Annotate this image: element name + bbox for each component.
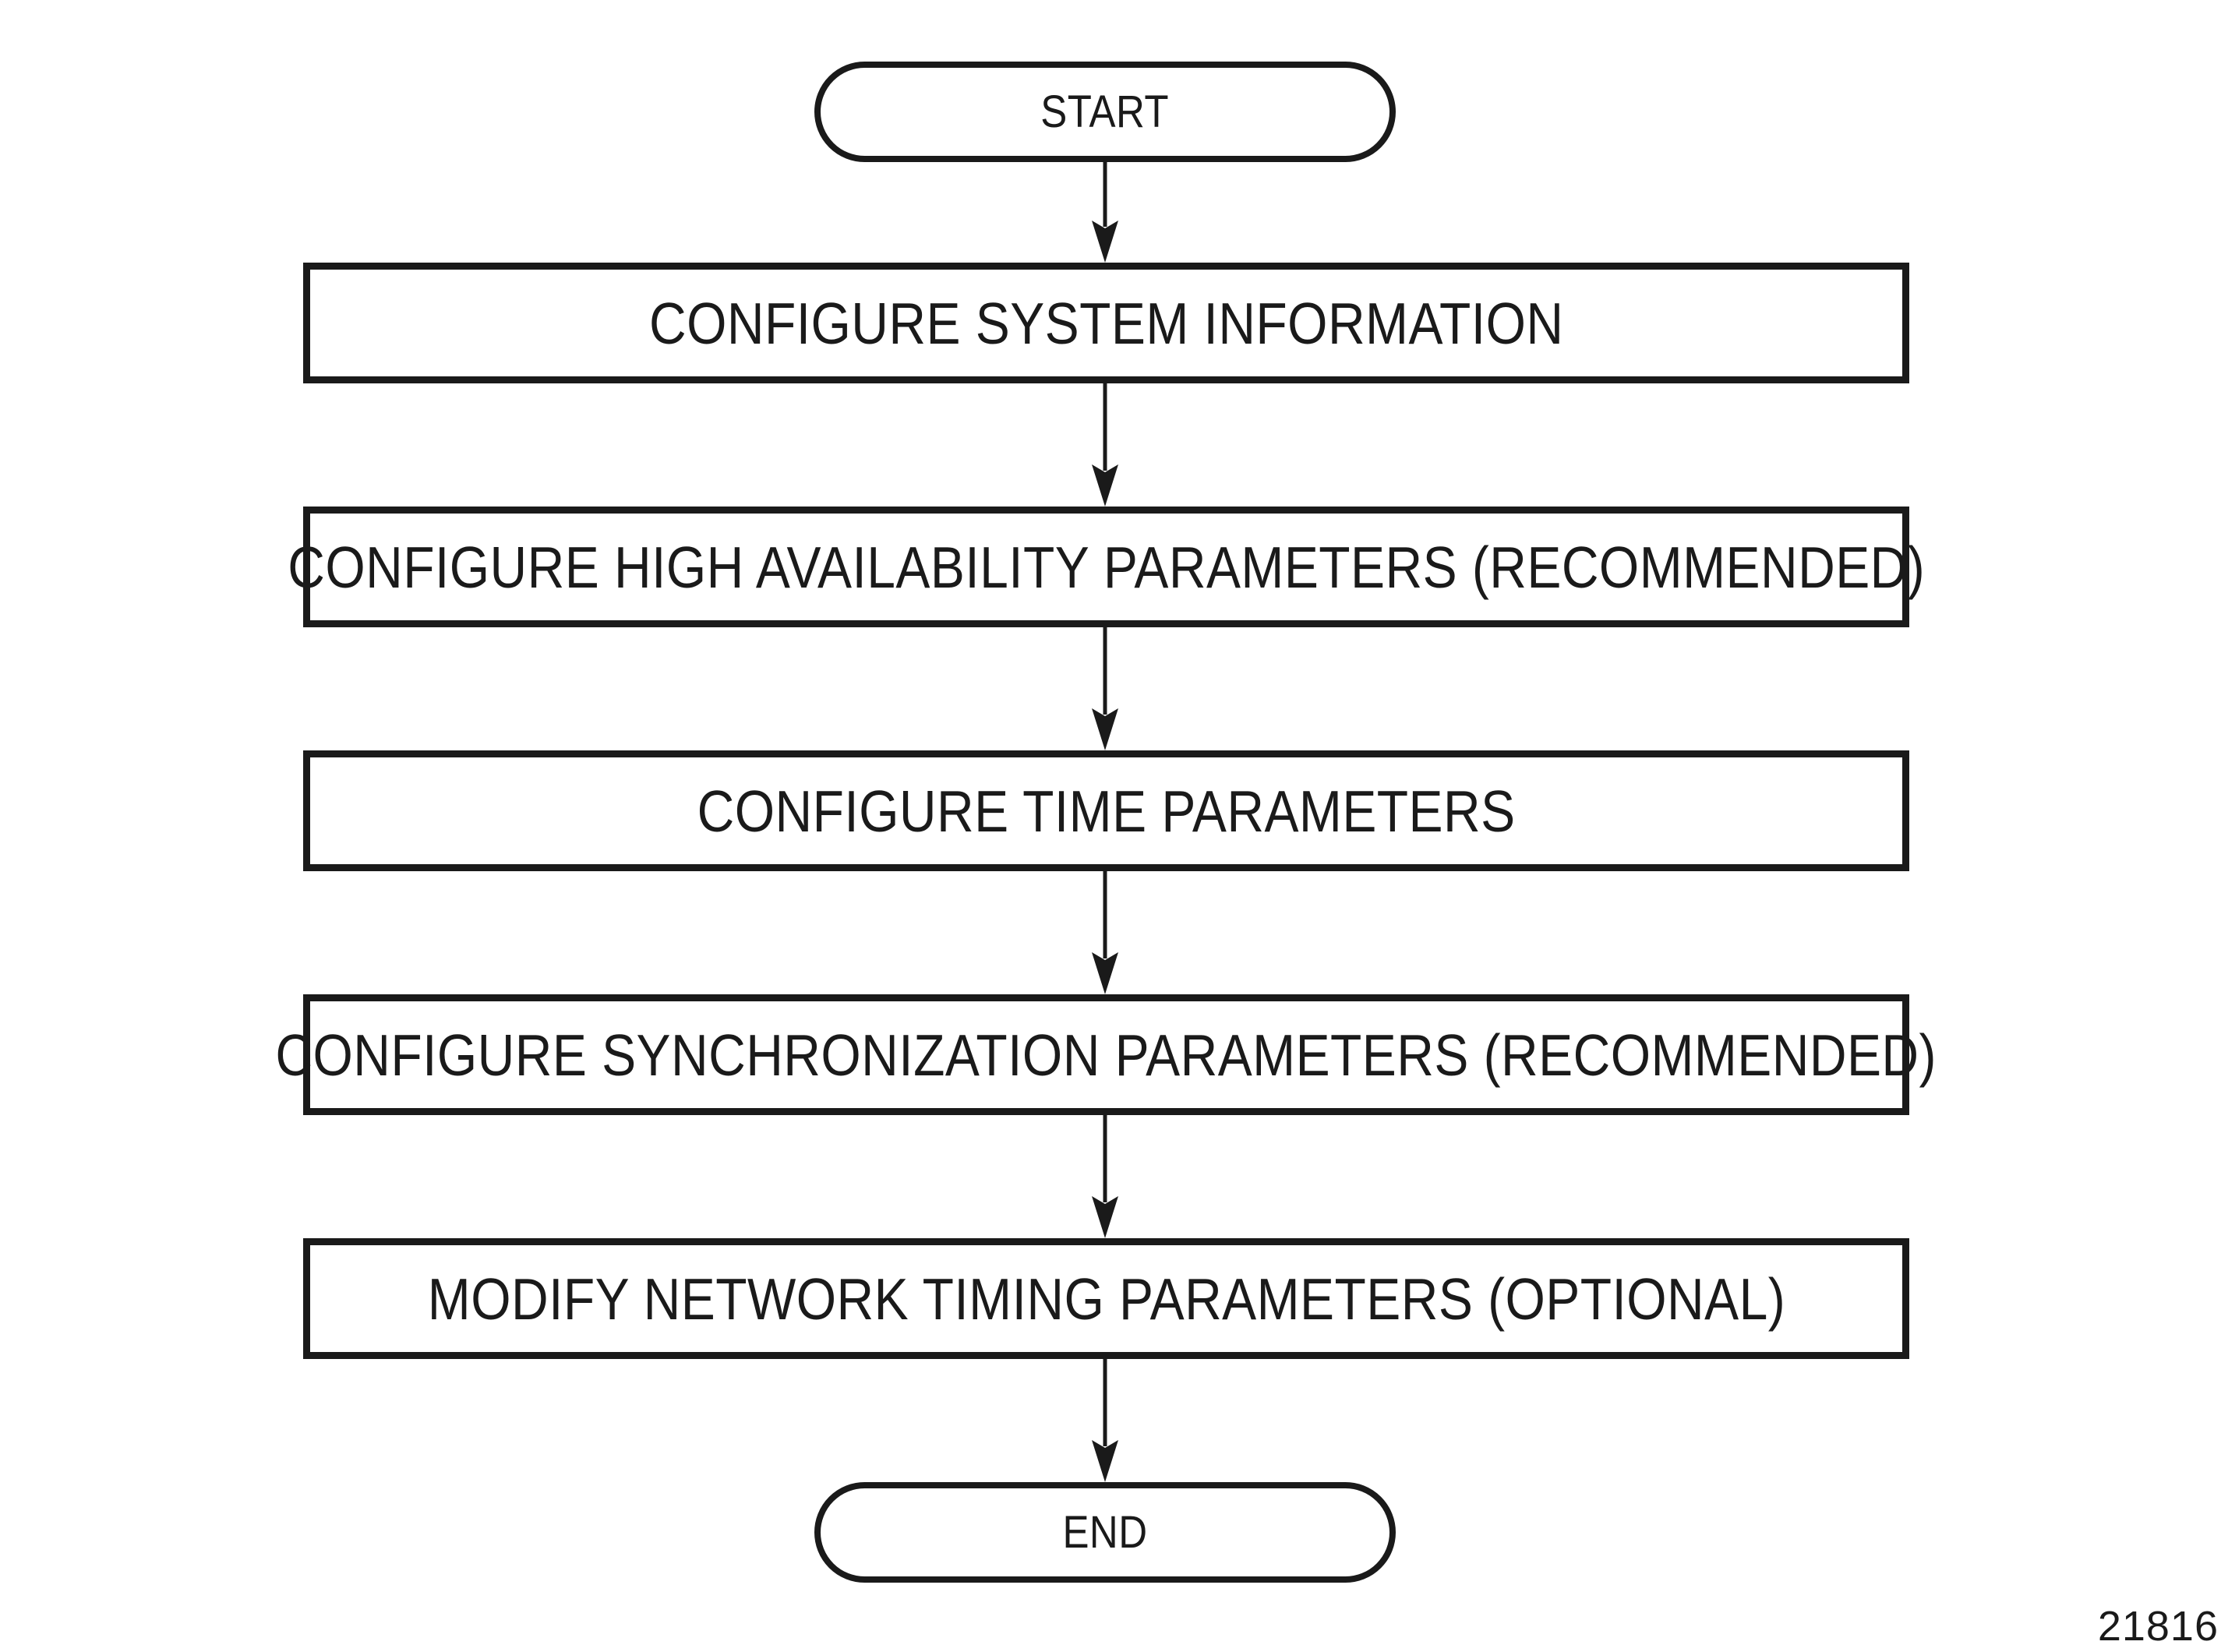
arrow-down-connector — [1092, 1359, 1118, 1482]
step-modify-network-timing-parameters: MODIFY NETWORK TIMING PARAMETERS (OPTION… — [303, 1238, 1909, 1359]
arrow-down-connector — [1092, 871, 1118, 994]
step-label: CONFIGURE TIME PARAMETERS — [697, 778, 1516, 844]
step-label: MODIFY NETWORK TIMING PARAMETERS (OPTION… — [427, 1265, 1785, 1332]
start-label: START — [1040, 86, 1170, 137]
end-label: END — [1062, 1507, 1148, 1558]
figure-number: 21816 — [2097, 1603, 2219, 1650]
start-terminator-node: START — [814, 62, 1396, 162]
step-label: CONFIGURE SYNCHRONIZATION PARAMETERS (RE… — [275, 1022, 1937, 1088]
step-label: CONFIGURE SYSTEM INFORMATION — [648, 290, 1564, 356]
arrow-down-connector — [1092, 1115, 1118, 1238]
arrow-down-connector — [1092, 162, 1118, 263]
step-configure-system-information: CONFIGURE SYSTEM INFORMATION — [303, 263, 1909, 383]
step-configure-time-parameters: CONFIGURE TIME PARAMETERS — [303, 750, 1909, 871]
step-configure-high-availability-parameters: CONFIGURE HIGH AVAILABILITY PARAMETERS (… — [288, 507, 1925, 627]
arrow-down-connector — [1092, 627, 1118, 750]
step-configure-synchronization-parameters: CONFIGURE SYNCHRONIZATION PARAMETERS (RE… — [276, 994, 1937, 1115]
step-label: CONFIGURE HIGH AVAILABILITY PARAMETERS (… — [288, 534, 1925, 600]
arrow-down-connector — [1092, 383, 1118, 507]
end-terminator-node: END — [814, 1482, 1396, 1583]
